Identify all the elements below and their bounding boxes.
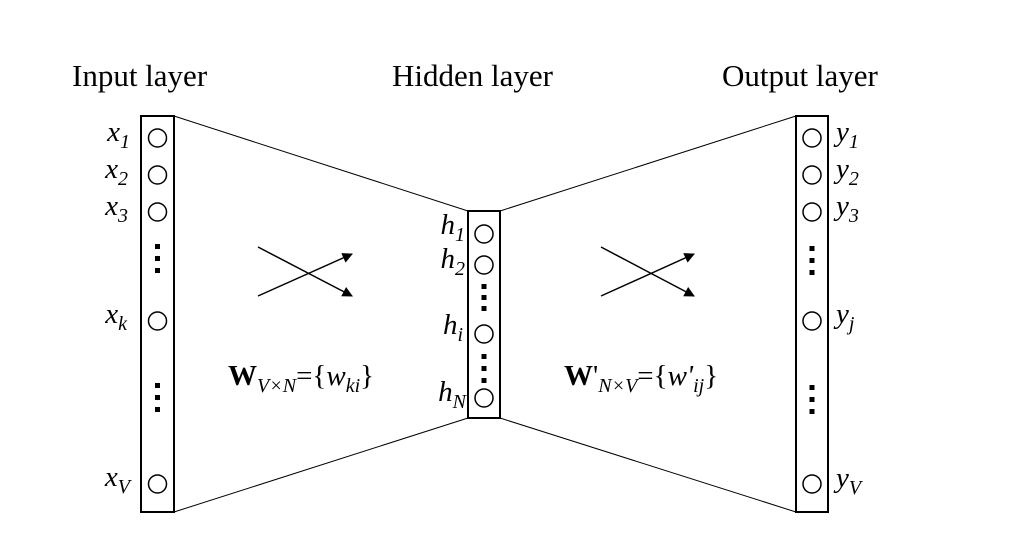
hidden-node xyxy=(474,324,494,344)
input-hidden-weight-label: WV×N={wki} xyxy=(228,360,374,397)
connection-lines xyxy=(173,115,797,513)
hidden-label-h1: h1 xyxy=(441,209,466,246)
hidden-ellipsis-dots xyxy=(481,354,487,383)
cross-arrow xyxy=(257,253,353,297)
output-node xyxy=(802,474,822,494)
fully-connected-arrows-left xyxy=(257,246,353,297)
input-ellipsis-dots xyxy=(155,244,160,273)
hidden-output-bottom-edge xyxy=(499,417,797,513)
input-node xyxy=(147,128,168,148)
hidden-label-hN: hN xyxy=(438,376,468,413)
input-node xyxy=(147,202,168,222)
cross-arrow xyxy=(600,253,695,297)
input-label-xv: xV xyxy=(104,461,133,498)
output-label-yj: yj xyxy=(833,298,855,335)
hidden-layer-title: Hidden layer xyxy=(392,58,554,93)
input-label-x3: x3 xyxy=(104,190,128,227)
output-node xyxy=(802,128,822,148)
input-label-x1: x1 xyxy=(106,116,130,153)
input-label-xk: xk xyxy=(104,298,128,335)
fully-connected-arrows-right xyxy=(600,246,695,297)
hidden-layer-box xyxy=(467,210,501,419)
input-layer xyxy=(140,115,175,513)
output-label-y3: y3 xyxy=(833,190,859,227)
output-layer xyxy=(795,115,829,513)
hidden-output-top-edge xyxy=(499,115,797,212)
hidden-output-weight-label: W'N×V={w'ij} xyxy=(564,360,718,397)
input-layer-title: Input layer xyxy=(72,58,208,93)
input-node xyxy=(147,474,168,494)
output-layer-box xyxy=(795,115,829,513)
hidden-node xyxy=(474,388,494,408)
output-node xyxy=(802,165,822,185)
hidden-ellipsis-dots xyxy=(481,284,487,311)
output-label-y2: y2 xyxy=(833,153,859,190)
output-label-yV: yV xyxy=(833,462,864,499)
input-hidden-top-edge xyxy=(173,115,469,212)
hidden-label-h2: h2 xyxy=(441,243,466,280)
output-label-y1: y1 xyxy=(833,116,859,153)
input-node xyxy=(147,165,168,185)
cross-arrow xyxy=(257,246,353,297)
output-node xyxy=(802,311,822,331)
hidden-node xyxy=(474,255,494,275)
output-ellipsis-dots xyxy=(809,385,815,414)
input-label-x2: x2 xyxy=(104,153,128,190)
output-node xyxy=(802,202,822,222)
input-node xyxy=(147,311,168,331)
input-hidden-bottom-edge xyxy=(173,417,469,513)
hidden-node xyxy=(474,224,494,244)
input-ellipsis-dots xyxy=(155,383,160,412)
output-ellipsis-dots xyxy=(809,246,815,275)
hidden-layer xyxy=(467,210,501,419)
output-layer-title: Output layer xyxy=(722,58,878,93)
input-layer-box xyxy=(140,115,175,513)
hidden-label-hi: hi xyxy=(443,309,463,346)
cross-arrow xyxy=(600,246,695,297)
